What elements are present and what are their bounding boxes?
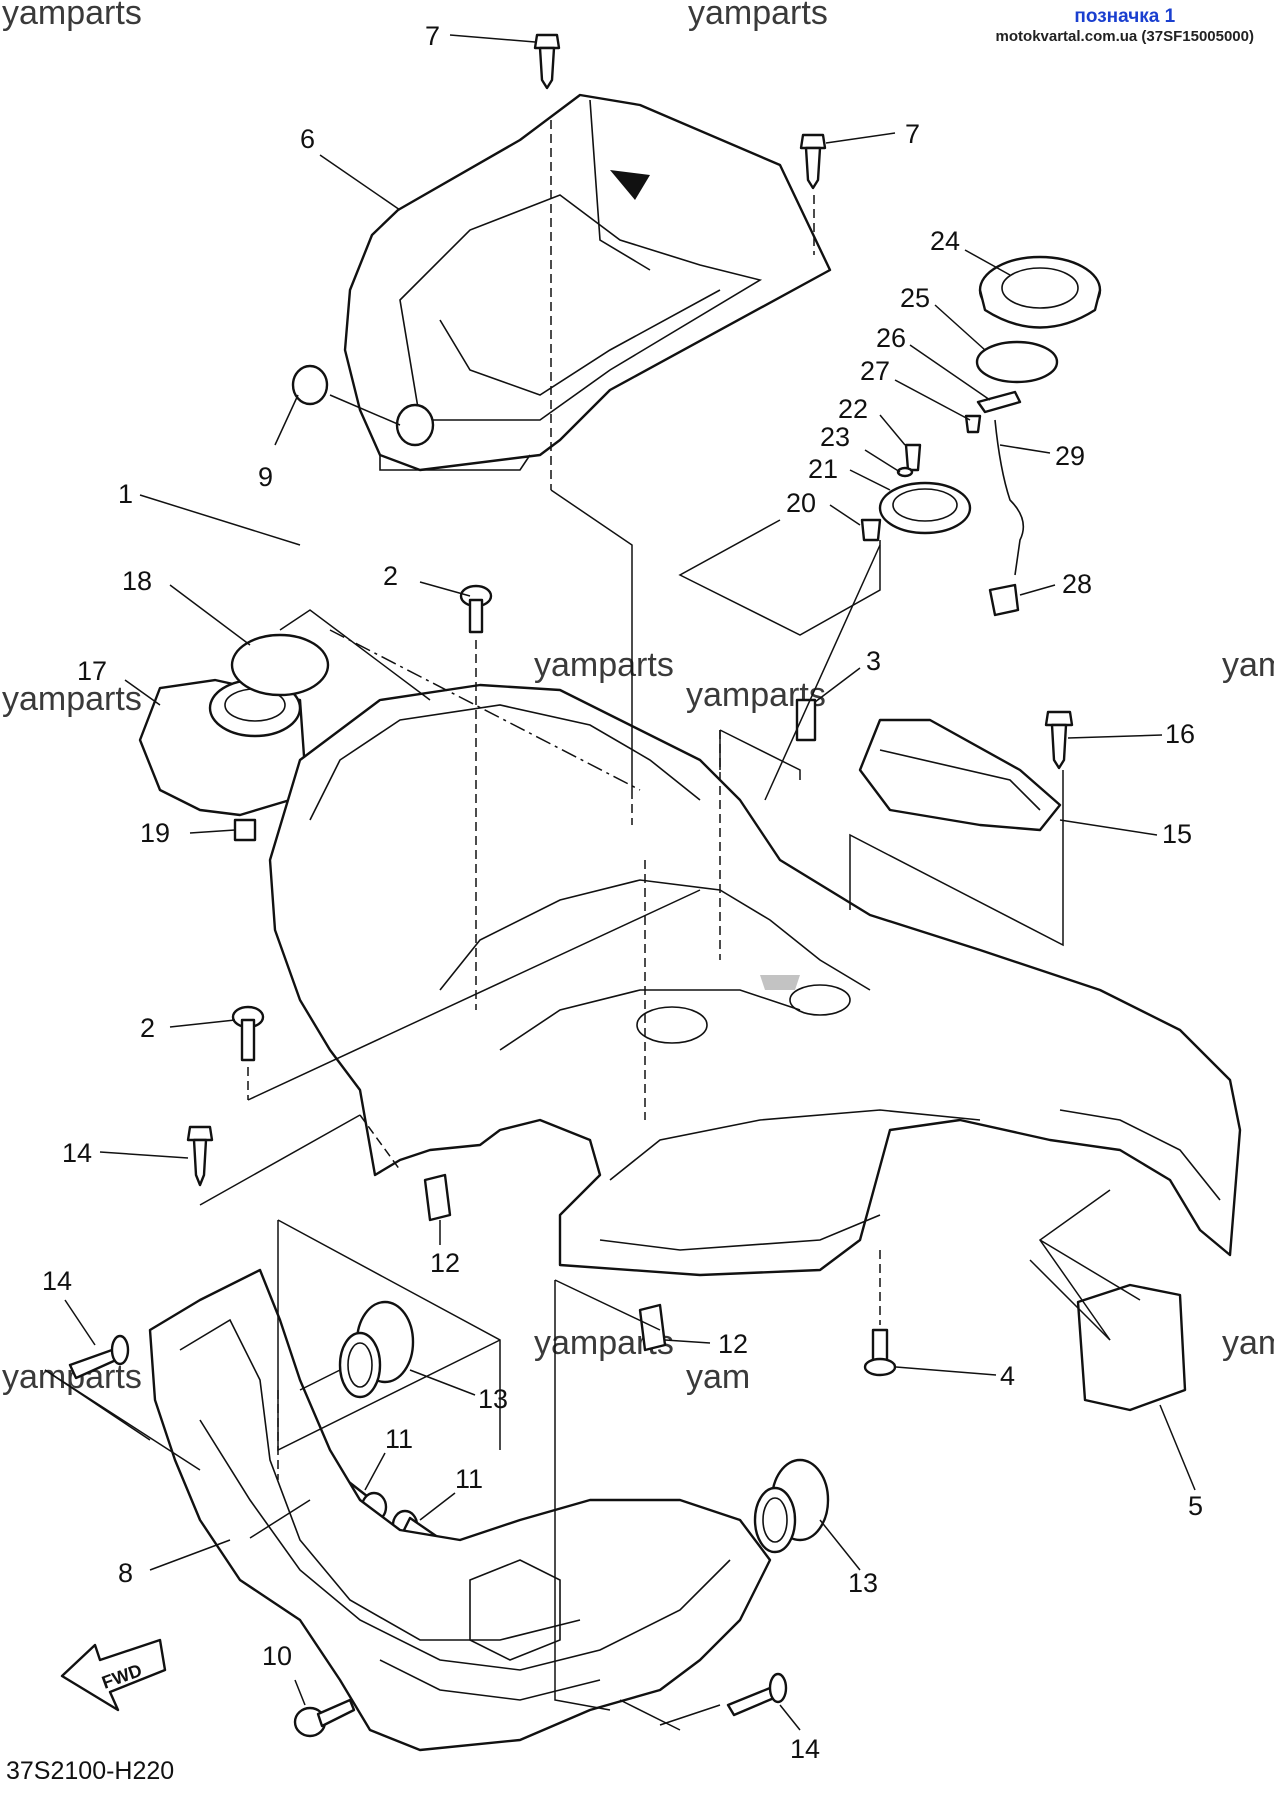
callout-label: 7 <box>905 119 920 149</box>
callout-label: 21 <box>808 454 838 484</box>
breather-pipe-part-29 <box>994 419 1025 576</box>
callout-label: 29 <box>1055 441 1085 471</box>
callout-label: 5 <box>1188 1491 1203 1521</box>
fuel-tank-part-17 <box>138 678 307 817</box>
header-source: motokvartal.com.ua (37SF15005000) <box>995 28 1254 45</box>
callout-label: 7 <box>425 21 440 51</box>
callout-label: 11 <box>455 1464 483 1494</box>
cover-part-15 <box>858 718 1062 832</box>
bolt-part-2-left <box>231 1005 265 1062</box>
valve-part-28 <box>988 583 1020 617</box>
callout-label: 6 <box>300 124 315 154</box>
callout-label: 14 <box>790 1734 820 1764</box>
front-top-cover-part-6 <box>343 93 832 472</box>
header: позначка 1 motokvartal.com.ua (37SF15005… <box>996 6 1254 45</box>
callout-label: 16 <box>1165 719 1195 749</box>
callout-label: 27 <box>860 356 890 386</box>
callout-label: 24 <box>930 226 960 256</box>
callout-label: 19 <box>140 818 170 848</box>
screw-part-22 <box>904 443 922 472</box>
rivet-part-14-left <box>68 1334 130 1380</box>
callout-label: 2 <box>383 561 398 591</box>
screw-part-7-top <box>533 33 561 90</box>
bolt-part-2-top <box>459 584 493 634</box>
screw-part-16 <box>1044 710 1074 770</box>
callout-label: 12 <box>718 1329 748 1359</box>
watermark: yamparts <box>688 0 828 32</box>
bolt-part-4 <box>863 1328 897 1377</box>
callout-label: 28 <box>1062 569 1092 599</box>
boot-part-13-top <box>338 1300 415 1399</box>
callout-label: 15 <box>1162 819 1192 849</box>
callout-label: 10 <box>262 1641 292 1671</box>
watermark: yamparts <box>2 680 142 718</box>
front-fender-part-1 <box>268 683 1242 1277</box>
damper-part-19 <box>233 818 257 842</box>
bolt-part-3 <box>795 698 817 742</box>
callout-label: 13 <box>848 1568 878 1598</box>
front-guard-part-8 <box>148 1268 772 1752</box>
band-part-18 <box>230 633 330 697</box>
callout-label: 3 <box>866 646 881 676</box>
rivet-part-14-bottom <box>726 1672 788 1717</box>
watermark: yamparts <box>2 0 142 32</box>
callout-label: 26 <box>876 323 906 353</box>
plate-part-26 <box>976 390 1022 414</box>
callout-label: 1 <box>118 479 133 509</box>
callout-label: 8 <box>118 1558 133 1588</box>
assembly-lines <box>44 120 1141 1731</box>
callouts: 7 6 7 24 25 26 27 22 29 9 23 21 20 28 18… <box>42 21 1203 1764</box>
callout-label: 11 <box>385 1424 413 1454</box>
callout-label: 12 <box>430 1248 460 1278</box>
callout-label: 14 <box>42 1266 72 1296</box>
callout-label: 9 <box>258 462 273 492</box>
callout-label: 25 <box>900 283 930 313</box>
bolt-part-10 <box>293 1698 356 1738</box>
callout-label: 23 <box>820 422 850 452</box>
grommet-part-9 <box>291 364 329 406</box>
nut-part-20 <box>860 518 882 542</box>
gasket-part-25 <box>975 340 1059 384</box>
fwd-arrow-icon: FWD <box>60 1638 167 1712</box>
clip-part-12-top <box>423 1173 452 1222</box>
washer-part-23 <box>896 466 914 478</box>
callout-label: 20 <box>786 488 816 518</box>
screw-part-7-right <box>799 133 827 190</box>
header-title: позначка 1 <box>1074 6 1176 27</box>
watermark: yam <box>686 1358 751 1396</box>
callout-label: 14 <box>62 1138 92 1168</box>
label-part-5 <box>1076 1283 1187 1412</box>
callout-label: 13 <box>478 1384 508 1414</box>
watermark: yam <box>1222 1324 1274 1362</box>
clip-part-12-bottom <box>638 1303 667 1352</box>
callout-label: 17 <box>77 656 107 686</box>
callout-label: 22 <box>838 394 868 424</box>
rivet-part-14-mid <box>186 1125 214 1187</box>
callout-label: 4 <box>1000 1361 1015 1391</box>
boot-part-13-bottom <box>753 1458 830 1554</box>
callout-label: 18 <box>122 566 152 596</box>
fuel-cap-part-24 <box>978 255 1102 329</box>
diagram-code: 37S2100-H220 <box>6 1757 175 1785</box>
watermark: yamparts <box>534 646 674 684</box>
fuel-filler-neck-part-21 <box>878 481 972 535</box>
watermark: yam <box>1222 646 1274 684</box>
callout-label: 2 <box>140 1013 155 1043</box>
leader-lines <box>64 34 1196 1731</box>
